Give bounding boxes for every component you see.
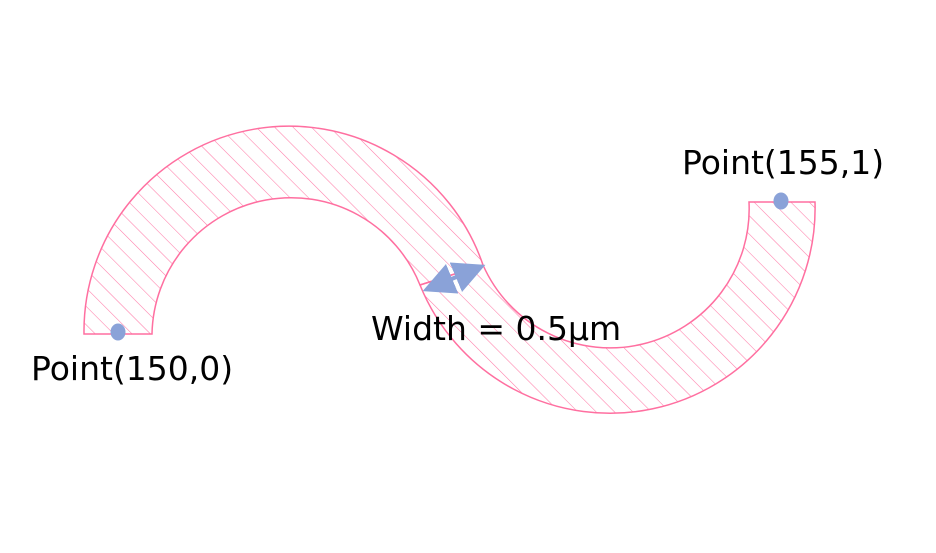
waveguide-bend-right (419, 201, 816, 414)
end-point-dot-icon (773, 192, 789, 210)
waveguide-bend-left (83, 125, 484, 335)
width-label: Width = 0.5μm (371, 309, 622, 348)
end-point-label: Point(155,1) (682, 143, 885, 182)
start-point-label: Point(150,0) (31, 349, 234, 388)
start-point-dot-icon (110, 323, 126, 341)
width-double-arrow-icon (422, 262, 486, 294)
